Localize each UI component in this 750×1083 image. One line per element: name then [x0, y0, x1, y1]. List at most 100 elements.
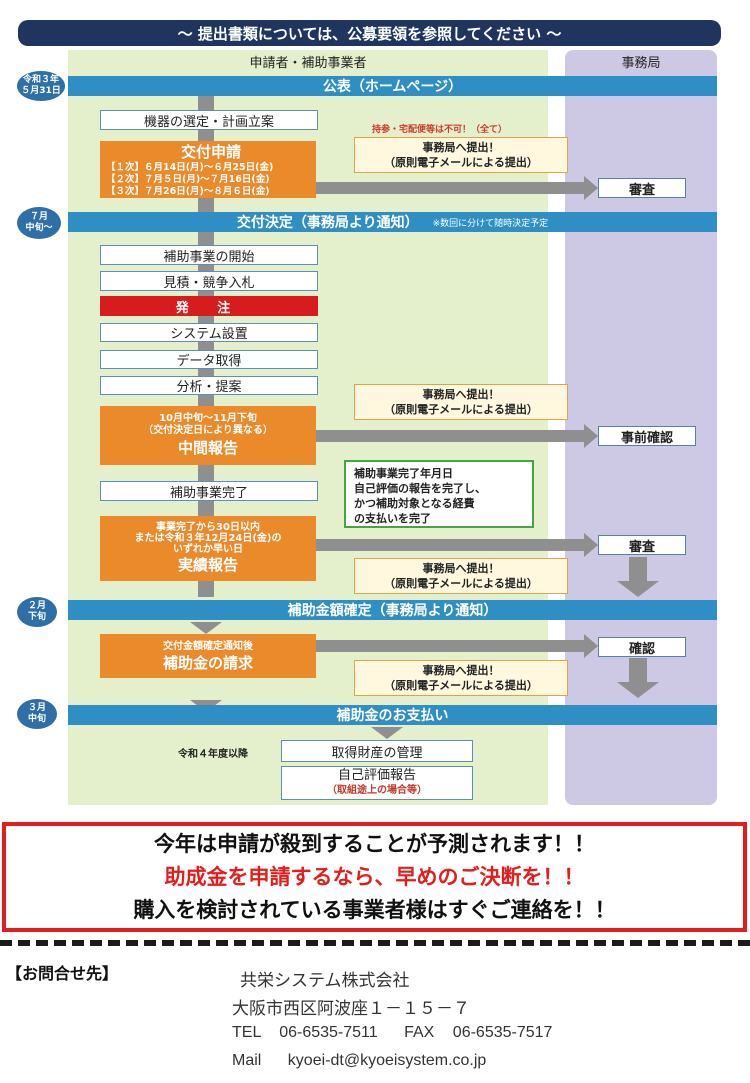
callout-line-1: 事務局へ提出！	[422, 141, 500, 154]
connector	[198, 96, 214, 110]
interim-line-2: （交付決定日により異なる）	[143, 424, 273, 436]
application-title: 交付申請	[180, 143, 241, 161]
step-start: 補助事業の開始	[100, 245, 318, 265]
mail-label: Mail	[232, 1052, 262, 1069]
callout-line-2: （原則電子メールによる提出）	[384, 403, 538, 416]
callout-note-top: 持参・宅配便等は不可！（全て）	[372, 125, 508, 135]
confirm-label: 補助金額確定（事務局より通知）	[287, 603, 498, 619]
connector	[584, 533, 598, 557]
connector	[316, 430, 584, 442]
connector	[198, 341, 214, 351]
connector	[584, 424, 598, 448]
alert-box: 今年は申請が殺到することが予測されます！！ 助成金を申請するなら、早めのご決断を…	[2, 822, 747, 932]
callout-line-2: （原則電子メールによる提出）	[384, 679, 538, 692]
decision-bar: 交付決定（事務局より通知） ※数回に分けて随時決定予定	[68, 212, 717, 232]
completion-body: 自己評価の報告を完了し、 かつ補助対象となる経費 の支払いを完了	[354, 482, 486, 525]
completion-title: 補助事業完了年月日	[354, 467, 453, 480]
connector	[198, 316, 214, 324]
alert-line-2: 助成金を申請するなら、早めのご決断を！！	[164, 864, 585, 889]
result-line-1: 事業完了から30日以内	[156, 522, 260, 533]
connector	[371, 727, 403, 739]
connector	[584, 634, 598, 658]
connector	[198, 198, 214, 212]
step-analysis: 分析・提案	[100, 376, 318, 395]
contact-mail-row: Mail kyoei-dt@kyoeisystem.co.jp	[232, 1052, 486, 1070]
date-circle-feb: ２月 下旬	[17, 597, 57, 627]
manage-label: 令和４年度以降	[178, 749, 248, 760]
interim-line-1: 10月中旬～11月下旬	[159, 412, 257, 424]
interim-box: 10月中旬～11月下旬 （交付決定日により異なる） 中間報告	[100, 406, 316, 465]
payment-bar: 補助金のお支払い	[68, 705, 717, 725]
dashed-divider	[0, 940, 750, 946]
interim-title: 中間報告	[177, 438, 238, 457]
connector	[198, 465, 214, 481]
step-install: システム設置	[100, 323, 318, 342]
payment-label: 補助金のお支払い	[336, 708, 449, 724]
connector	[584, 176, 598, 200]
callout-line-2: （原則電子メールによる提出）	[384, 577, 538, 590]
callout-line-1: 事務局へ提出！	[422, 388, 500, 401]
step-manage: 取得財産の管理	[281, 740, 473, 762]
connector	[617, 682, 659, 698]
connector	[316, 182, 584, 194]
fax-number: 06-6535-7517	[452, 1024, 553, 1041]
claim-title: 補助金の請求	[162, 653, 253, 672]
step-order: 発 注	[100, 296, 318, 316]
tel-label: TEL	[232, 1024, 261, 1041]
mail-address[interactable]: kyoei-dt@kyoeisystem.co.jp	[287, 1052, 487, 1069]
self-eval-note: （取組途上の場合等）	[327, 785, 427, 796]
connector	[198, 368, 214, 377]
office-review-1: 審査	[598, 178, 686, 198]
top-banner: ～ 提出書類については、公募要領を参照してください ～	[18, 20, 721, 46]
tel-number[interactable]: 06-6535-7511	[279, 1024, 378, 1041]
result-line-3: いずれか早い日	[173, 544, 243, 555]
confirm-bar: 補助金額確定（事務局より通知）	[68, 600, 717, 620]
decision-label: 交付決定（事務局より通知）	[236, 215, 419, 231]
application-round-2: 【２次】７月５日(月)～７月16日(金)	[106, 174, 270, 185]
contact-label: 【お問合せ先】	[6, 964, 119, 983]
connector	[629, 557, 647, 581]
decision-note: ※数回に分けて随時決定予定	[432, 218, 549, 229]
connector	[190, 622, 222, 634]
callout-line-1: 事務局へ提出！	[422, 664, 500, 677]
application-box: 交付申請 【１次】６月14日(月)～６月25日(金) 【２次】７月５日(月)～７…	[100, 141, 316, 198]
office-column-header: 事務局	[621, 55, 661, 71]
step-self-eval: 自己評価報告 （取組途上の場合等）	[281, 766, 473, 800]
connector	[629, 658, 647, 682]
office-check: 確認	[598, 637, 686, 657]
office-pre-check: 事前確認	[598, 426, 696, 446]
application-round-1: 【１次】６月14日(月)～６月25日(金)	[106, 162, 274, 173]
alert-line-3: 購入を検討されている事業者様はすぐご連絡を！！	[133, 897, 616, 922]
announce-label: 公表（ホームページ）	[322, 79, 463, 95]
connector	[316, 640, 584, 652]
application-round-3: 【３次】７月26日(月)～８月６日(金)	[106, 186, 270, 197]
callout-submit-3: 事務局へ提出！ （原則電子メールによる提出）	[354, 558, 568, 594]
contact-address: 大阪市西区阿波座１－１５－７	[232, 999, 470, 1018]
step-estimate: 見積・競争入札	[100, 271, 318, 291]
callout-submit-1: 事務局へ提出！ （原則電子メールによる提出）	[354, 137, 568, 173]
connector	[198, 394, 214, 406]
alert-line-1: 今年は申請が殺到することが予測されます！！	[154, 831, 595, 856]
step-data: データ取得	[100, 350, 318, 369]
completion-box: 補助事業完了年月日 自己評価の報告を完了し、 かつ補助対象となる経費 の支払いを…	[344, 460, 534, 528]
result-title: 実績報告	[177, 556, 238, 574]
contact-tel-row: TEL 06-6535-7511 FAX 06-6535-7517	[232, 1024, 552, 1042]
connector	[198, 129, 214, 141]
callout-submit-4: 事務局へ提出！ （原則電子メールによる提出）	[354, 660, 568, 696]
date-circle-mar: ３月 中旬	[17, 699, 57, 729]
callout-line-2: （原則電子メールによる提出）	[384, 156, 538, 169]
connector	[617, 581, 659, 597]
applicant-column-header: 申請者・補助事業者	[249, 55, 367, 71]
self-eval-label: 自己評価報告	[337, 768, 416, 783]
callout-line-1: 事務局へ提出！	[422, 562, 500, 575]
office-review-2: 審査	[598, 535, 686, 555]
connector	[198, 231, 214, 245]
connector	[198, 581, 214, 597]
step-complete: 補助事業完了	[100, 481, 318, 501]
date-circle-july: ７月 中旬～	[17, 207, 61, 239]
connector	[316, 539, 584, 551]
contact-company: 共栄システム株式会社	[240, 971, 410, 990]
date-circle-may31: 令和３年 ５月31日	[17, 71, 65, 101]
announce-bar: 公表（ホームページ）	[68, 76, 717, 96]
